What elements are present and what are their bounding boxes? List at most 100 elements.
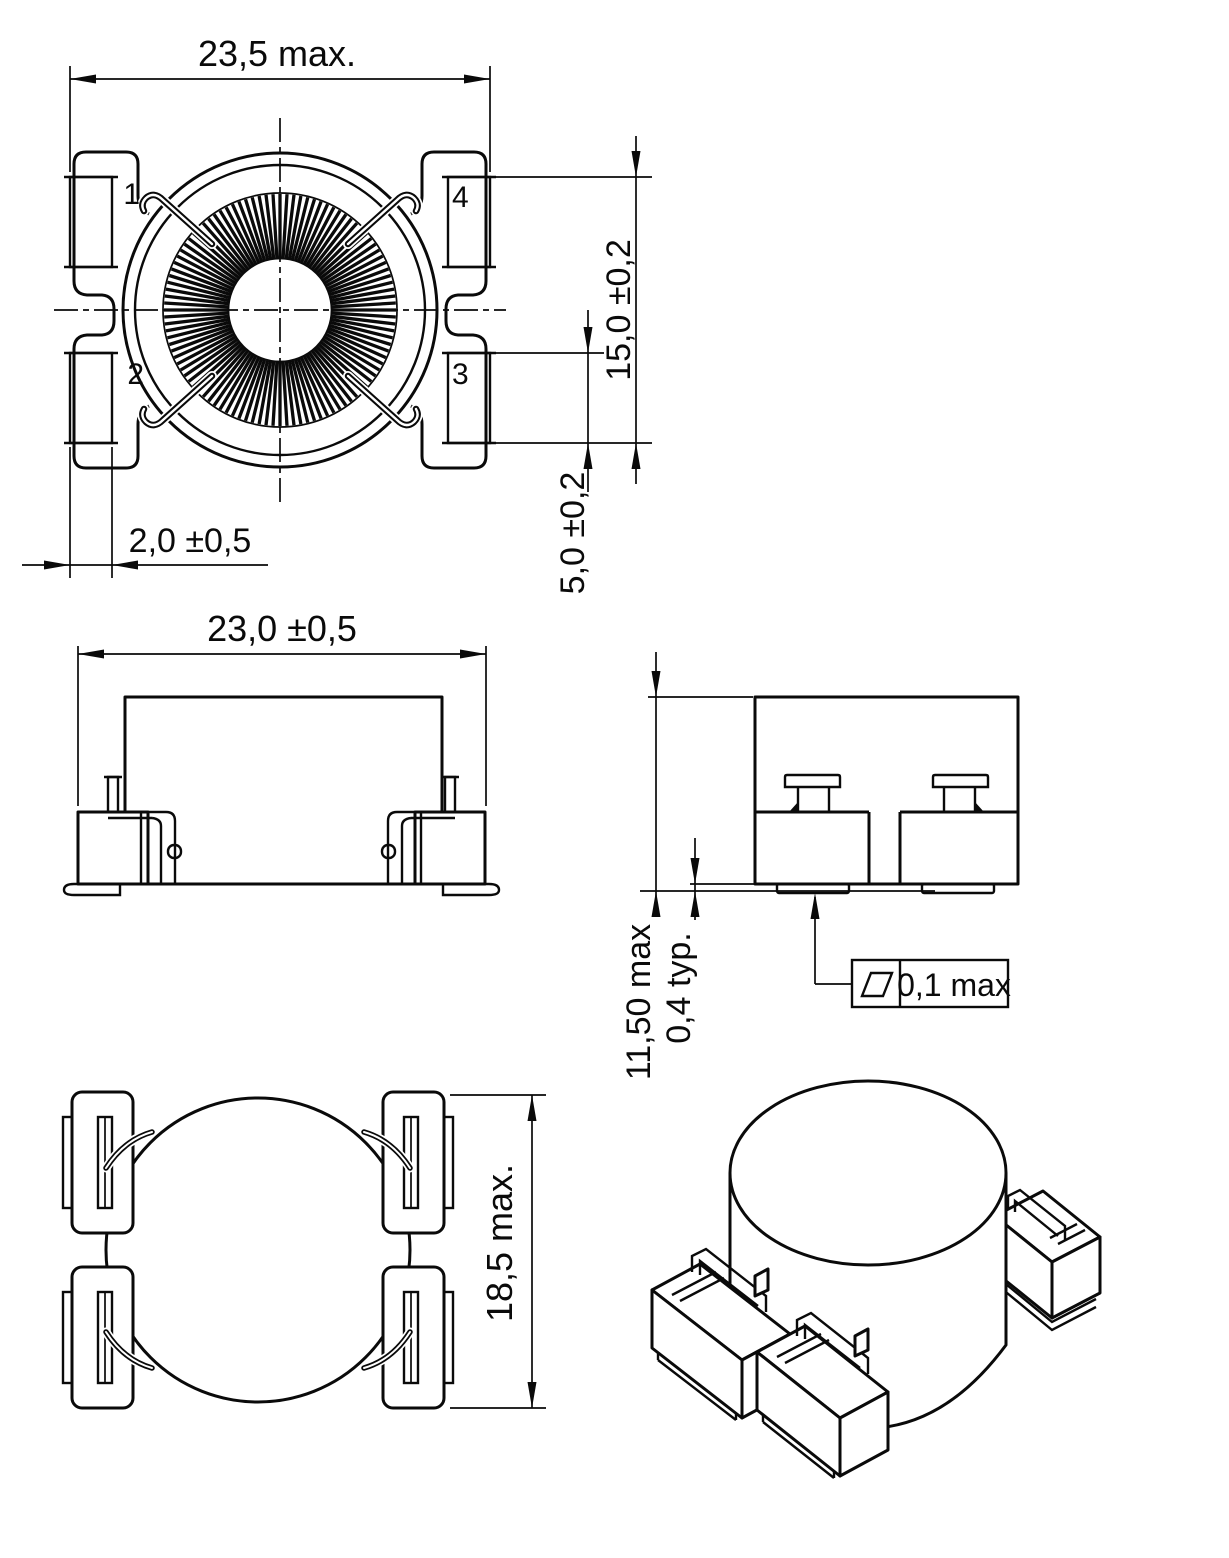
isometric-view xyxy=(650,1079,1102,1479)
foot-right xyxy=(441,882,501,897)
terminal-right-wire-crimp xyxy=(380,843,397,860)
winding-turn xyxy=(179,335,237,372)
pin-3-label: 3 xyxy=(452,358,469,391)
polygon-segment xyxy=(651,671,661,697)
winding-turn xyxy=(329,323,392,347)
path-segment xyxy=(783,773,842,789)
winding-turn xyxy=(290,360,310,423)
path-segment xyxy=(450,1094,546,1409)
winding-turn xyxy=(164,301,229,309)
rect-segment xyxy=(381,1265,446,1410)
polygon-segment xyxy=(78,649,104,659)
polygon-segment xyxy=(112,560,138,570)
winding-turn xyxy=(212,213,252,269)
winding-turn xyxy=(187,340,241,383)
winding-turn xyxy=(212,351,252,407)
path-segment xyxy=(753,1267,770,1298)
bottom-terminal-bl xyxy=(61,1265,135,1410)
winding-turn xyxy=(330,320,393,340)
winding-turn xyxy=(224,206,258,265)
winding-turn xyxy=(281,194,289,259)
dim-top-width: 23,5 max. xyxy=(69,33,491,172)
winding-turn xyxy=(305,353,342,411)
winding-turn xyxy=(207,217,250,271)
terminal-right-clip xyxy=(386,810,455,884)
winding-turn xyxy=(170,326,232,353)
winding-turn xyxy=(281,361,289,426)
path-segment xyxy=(690,1247,768,1312)
winding-turn xyxy=(325,332,384,366)
winding-turn xyxy=(271,361,279,426)
winding-turn xyxy=(271,194,279,259)
path-segment xyxy=(363,1131,411,1169)
flatness-frame xyxy=(850,958,1010,1009)
winding-turn xyxy=(170,267,232,294)
winding-turn xyxy=(321,338,377,378)
winding-turn xyxy=(264,194,276,259)
path-segment xyxy=(346,193,419,246)
winding-turn xyxy=(183,242,239,282)
winding-turn xyxy=(243,359,267,422)
winding-turn xyxy=(176,254,235,288)
terminal-left-tab xyxy=(106,775,120,814)
winding-turn xyxy=(331,301,396,309)
winding-turn xyxy=(207,349,250,403)
toroid-winding xyxy=(164,194,396,426)
winding-turn xyxy=(176,332,235,366)
case-body-side xyxy=(753,695,1020,886)
solder-pads xyxy=(64,175,496,445)
winding-turn xyxy=(179,248,237,285)
clip-post-right xyxy=(931,773,990,812)
winding-turn xyxy=(257,195,273,260)
winding-turn xyxy=(325,254,384,288)
bottom-wires xyxy=(101,1127,415,1373)
dim-depth-label: 18,5 max. xyxy=(479,1164,520,1322)
winding-turn xyxy=(308,351,348,407)
winding-turn xyxy=(326,329,387,360)
winding-turn xyxy=(305,209,342,267)
winding-turn xyxy=(243,198,267,261)
winding-turn xyxy=(293,198,317,261)
winding-turn xyxy=(313,347,359,398)
winding-turn xyxy=(326,260,387,291)
top-view: 1 2 3 4 23,5 max. 15,0 ±0,2 5,0 ±0,2 xyxy=(22,33,652,594)
winding-turn xyxy=(165,317,230,333)
path-segment xyxy=(141,374,214,427)
path-segment xyxy=(363,1331,411,1369)
path-segment xyxy=(1050,1235,1102,1320)
winding-turn xyxy=(187,237,241,280)
dim-front-width-label: 23,0 ±0,5 xyxy=(207,608,357,649)
dim-top-width-label: 23,5 max. xyxy=(198,33,356,74)
iso-core-top-rim xyxy=(728,1172,1008,1267)
pad-3-edges xyxy=(442,351,496,445)
winding-turn xyxy=(168,273,231,297)
lead-wires xyxy=(137,190,423,430)
dim-height: 11,50 max xyxy=(620,652,753,1080)
winding-turn xyxy=(287,195,303,260)
winding-turn xyxy=(218,209,255,267)
winding-turn xyxy=(330,317,395,333)
pad-4-edges xyxy=(442,175,496,269)
winding-turn xyxy=(173,260,234,291)
path-segment xyxy=(105,1131,153,1169)
winding-turn xyxy=(230,356,261,417)
winding-turn xyxy=(328,267,390,294)
side-view: 11,50 max 0,4 typ. 0,1 max xyxy=(620,652,1020,1080)
winding-turn xyxy=(330,280,393,300)
polygon-segment xyxy=(651,891,661,917)
winding-turn xyxy=(331,314,396,326)
terminal-split xyxy=(755,810,1018,884)
winding-turn xyxy=(165,287,230,303)
terminal-left xyxy=(76,810,150,886)
pad-1 xyxy=(68,175,114,269)
polygon-segment xyxy=(583,443,593,469)
winding-turn xyxy=(218,353,255,411)
terminal-right xyxy=(413,810,487,886)
rect-segment xyxy=(70,1265,135,1410)
dim-standoff-label: 0,4 typ. xyxy=(660,932,698,1044)
dim-height-label: 11,50 max xyxy=(620,924,658,1080)
winding-turn xyxy=(250,360,270,423)
path-segment xyxy=(494,136,652,484)
terminal-right-tab xyxy=(443,775,457,814)
